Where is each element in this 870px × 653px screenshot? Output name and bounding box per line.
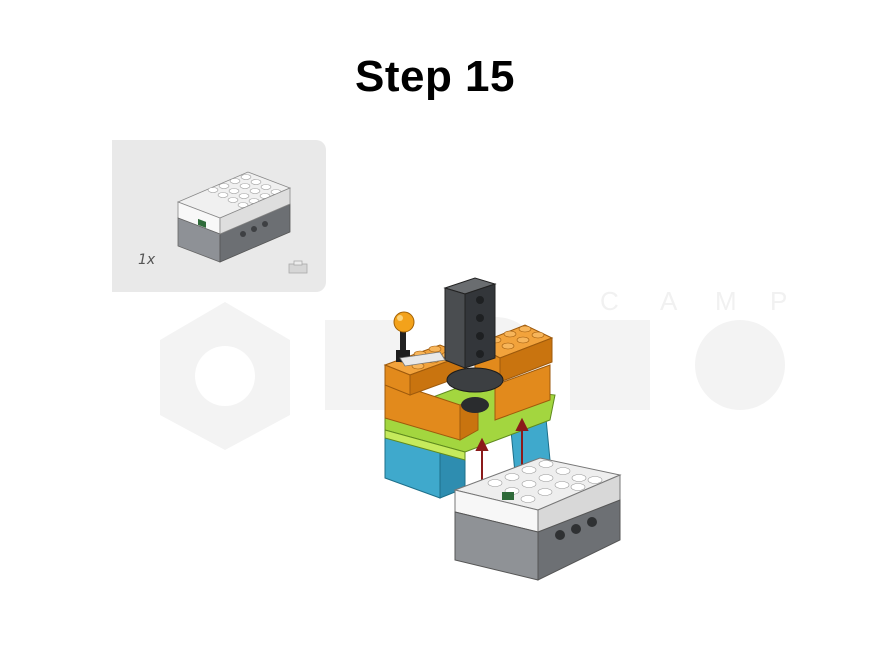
part-quantity: 1x	[138, 252, 156, 268]
parts-box-icon	[288, 260, 308, 274]
watermark-letter: M	[715, 286, 785, 316]
build-illustration	[383, 277, 622, 581]
watermark-letter: A	[660, 286, 725, 316]
page-title: Step 15	[354, 52, 515, 101]
smarthub-part-icon	[176, 171, 292, 263]
parts-callout: 1x	[112, 140, 326, 292]
watermark-letter: C	[600, 286, 667, 316]
watermark-letter: P	[770, 286, 790, 316]
